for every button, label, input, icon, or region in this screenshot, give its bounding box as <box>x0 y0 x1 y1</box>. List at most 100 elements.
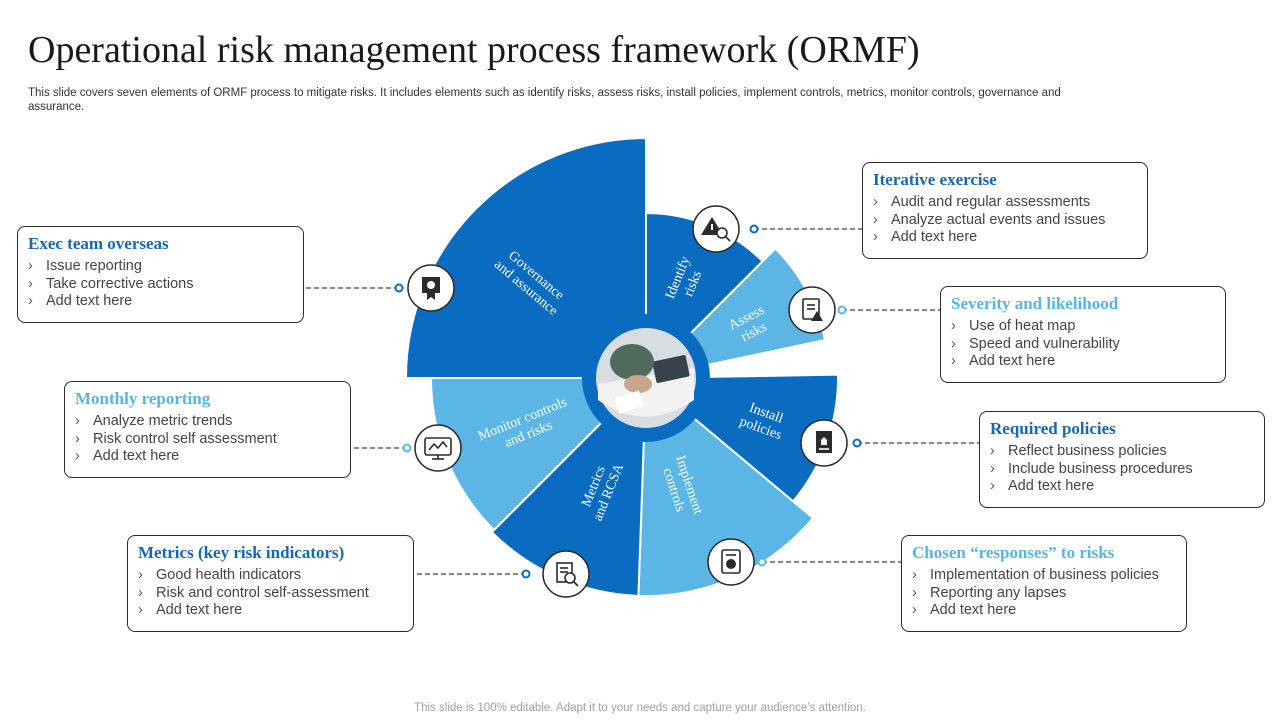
bullet-text: Add text here <box>93 448 180 464</box>
chevron-right-icon: › <box>912 584 917 601</box>
chevron-right-icon: › <box>873 229 878 245</box>
bullet-text: Add text here <box>930 602 1017 618</box>
bullet-text: Add text here <box>46 293 133 309</box>
bullet-text: Risk and control self-assessment <box>156 584 369 601</box>
chevron-right-icon: › <box>28 275 33 292</box>
slide-footer: This slide is 100% editable. Adapt it to… <box>414 702 866 714</box>
bullet-item: › Add text here <box>138 602 403 620</box>
bullet-item: › Add text here <box>873 229 1137 247</box>
box-title: Exec team overseas <box>28 234 169 253</box>
bullet-text: Include business procedures <box>1008 460 1193 477</box>
box-required-policies: Required policies › Reflect business polic… <box>979 411 1265 508</box>
bullet-text: Add text here <box>156 602 243 618</box>
connector-dot <box>757 557 767 567</box>
bullet-text: Add text here <box>1008 478 1095 494</box>
center-photo <box>596 328 696 428</box>
policy-document-icon <box>816 431 832 453</box>
chevron-right-icon: › <box>912 567 917 583</box>
chevron-right-icon: › <box>28 293 33 309</box>
bullet-text: Reflect business policies <box>1008 443 1167 459</box>
bullet-item: › Implementation of business policies <box>912 567 1176 585</box>
chevron-right-icon: › <box>951 335 956 352</box>
connector-dot <box>521 569 531 579</box>
bullet-list: › Issue reporting › Take corrective actions… <box>28 258 293 311</box>
slide-title: Operational risk management process fram… <box>28 29 920 71</box>
bullet-text: Take corrective actions <box>46 275 194 292</box>
bullet-text: Analyze actual events and issues <box>891 211 1106 228</box>
certificate-icon <box>422 277 440 300</box>
bullet-list: › Implementation of business policies › Rep… <box>912 567 1176 620</box>
connectors <box>304 224 979 579</box>
bullet-text: Risk control self assessment <box>93 430 277 447</box>
bullet-list: › Use of heat map › Speed and vulnerability… <box>951 318 1215 371</box>
bullet-text: Add text here <box>891 229 978 245</box>
bullet-item: › Take corrective actions <box>28 276 293 294</box>
bullet-text: Audit and regular assessments <box>891 194 1091 210</box>
connector-dot <box>749 224 759 234</box>
chevron-right-icon: › <box>873 194 878 210</box>
chevron-right-icon: › <box>951 318 956 334</box>
bullet-item: › Reflect business policies <box>990 443 1254 461</box>
chevron-right-icon: › <box>75 430 80 447</box>
bullet-item: › Add text here <box>912 602 1176 620</box>
bullet-item: › Speed and vulnerability <box>951 336 1215 354</box>
connector-dot <box>394 283 404 293</box>
clipboard-warning-icon <box>802 298 823 321</box>
bullet-text: Reporting any lapses <box>930 584 1067 601</box>
chevron-right-icon: › <box>75 448 80 464</box>
box-title: Monthly reporting <box>75 389 211 408</box>
bullet-list: ›Good health indicators›Risk and control… <box>138 567 403 620</box>
monitor-chart-icon <box>424 437 452 460</box>
bullet-text: Use of heat map <box>969 318 1076 334</box>
box-title: Severity and likelihood <box>951 294 1119 313</box>
slide-subtitle: This slide covers seven elements of ORMF… <box>28 87 1061 113</box>
bullet-item: ›Risk and control self-assessment <box>138 585 403 603</box>
bullet-item: ›Include business procedures <box>990 461 1254 479</box>
box-title: Chosen “responses” to risks <box>912 543 1115 562</box>
bullet-text: Issue reporting <box>46 258 142 274</box>
bullet-item: › Issue reporting <box>28 258 293 276</box>
box-title: Required policies <box>990 419 1116 438</box>
box-title: Metrics (key risk indicators) <box>138 543 345 562</box>
box-monthly-reporting: Monthly reporting›Analyze metric trends›… <box>64 381 351 478</box>
connector-dot <box>402 443 412 453</box>
bullet-list: › Audit and regular assessments › Analyze a… <box>873 194 1137 247</box>
box-severity-likelihood: Severity and likelihood›Use of heat map›… <box>940 286 1226 383</box>
bullet-list: ›Reflect business policies›Include busin… <box>990 443 1254 496</box>
bullet-item: › Analyze metric trends <box>75 413 340 431</box>
connector-dot <box>837 305 847 315</box>
chevron-right-icon: › <box>873 211 878 228</box>
bullet-item: › Add text here <box>75 448 340 466</box>
connector-dot <box>852 438 862 448</box>
chevron-right-icon: › <box>138 567 143 583</box>
bullet-text: Implementation of business policies <box>930 567 1159 583</box>
bullet-item: › Add text here <box>951 353 1215 371</box>
box-exec-team-overseas: Exec team overseas › Issue reporting › Take … <box>17 226 304 323</box>
bullet-item: › Analyze actual events and issues <box>873 212 1137 230</box>
bullet-text: Good health indicators <box>156 567 302 583</box>
box-title: Iterative exercise <box>873 170 997 189</box>
chevron-right-icon: › <box>990 443 995 459</box>
chevron-right-icon: › <box>990 478 995 494</box>
report-magnifier-icon <box>556 562 579 587</box>
bullet-item: › Good health indicators <box>138 567 403 585</box>
bullet-item: › Risk control self assessment <box>75 431 340 449</box>
segment-label-install: Installpolicies <box>738 399 790 443</box>
chevron-right-icon: › <box>912 602 917 618</box>
box-chosen-responses: Chosen “responses” to risks › Implementati… <box>901 535 1187 632</box>
segment-icons <box>407 205 848 598</box>
chevron-right-icon: › <box>951 353 956 369</box>
icon-circle <box>788 286 836 334</box>
chevron-right-icon: › <box>75 413 80 429</box>
box-iterative-exercise: Iterative exercise › Audit and regular ass… <box>862 162 1148 259</box>
chevron-right-icon: › <box>28 258 33 274</box>
bullet-text: Analyze metric trends <box>93 413 233 429</box>
bullet-text: Speed and vulnerability <box>969 335 1120 352</box>
bullet-item: › Add text here <box>990 478 1254 496</box>
bullet-list: › Analyze metric trends › Risk control self… <box>75 413 340 466</box>
bullet-text: Add text here <box>969 353 1056 369</box>
chevron-right-icon: › <box>138 602 143 618</box>
warning-magnifier-icon <box>701 217 731 242</box>
bullet-item: › Add text here <box>28 293 293 311</box>
